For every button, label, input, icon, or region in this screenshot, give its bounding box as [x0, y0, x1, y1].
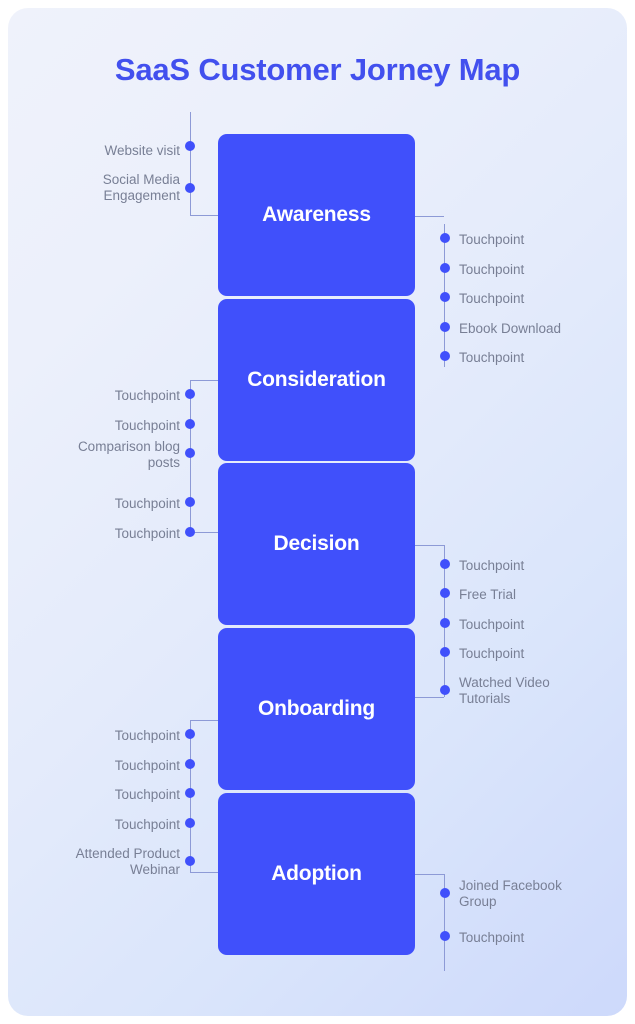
touchpoint-label: Touchpoint [459, 262, 525, 277]
touchpoint-label: Touchpoint [114, 388, 180, 403]
touchpoint-label: Touchpoint [114, 817, 180, 832]
touchpoint-label: Touchpoint [114, 728, 180, 743]
touchpoint-dot[interactable] [440, 588, 450, 598]
connector-elbow-onboarding-top [190, 720, 218, 721]
touchpoint-label: Touchpoint [459, 930, 525, 945]
touchpoint-dot[interactable] [185, 419, 195, 429]
touchpoint-dot[interactable] [440, 888, 450, 898]
touchpoint-dot[interactable] [185, 141, 195, 151]
touchpoint-label: Joined Facebook Group [459, 878, 562, 909]
touchpoint-label: Touchpoint [459, 232, 525, 247]
touchpoint-label: Touchpoint [459, 646, 525, 661]
stage-label-awareness: Awareness [262, 203, 371, 226]
touchpoint-dot[interactable] [185, 818, 195, 828]
touchpoint-label: Free Trial [459, 587, 517, 602]
touchpoint-label: Ebook Download [459, 321, 562, 336]
touchpoint-dot[interactable] [440, 618, 450, 628]
touchpoint-dot[interactable] [440, 233, 450, 243]
connector-elbow-awareness-left [190, 215, 218, 216]
connector-elbow-decision-right [415, 545, 444, 546]
connector-elbow-awareness-right [415, 216, 444, 217]
touchpoint-label: Social Media Engagement [102, 172, 180, 203]
touchpoint-dot[interactable] [185, 389, 195, 399]
connector-elbow-onboarding-bottom [190, 872, 218, 873]
touchpoint-dot[interactable] [440, 931, 450, 941]
touchpoint-label: Touchpoint [114, 526, 180, 541]
touchpoint-dot[interactable] [185, 729, 195, 739]
stage-label-onboarding: Onboarding [258, 697, 375, 720]
touchpoint-label: Touchpoint [459, 617, 525, 632]
stage-box-awareness[interactable]: Awareness [218, 134, 415, 296]
stage-label-consideration: Consideration [247, 368, 386, 391]
touchpoint-label: Touchpoint [114, 418, 180, 433]
connector-rail-adoption-right [444, 874, 445, 971]
touchpoint-dot[interactable] [185, 759, 195, 769]
touchpoint-label: Touchpoint [114, 787, 180, 802]
touchpoint-dot[interactable] [440, 263, 450, 273]
stage-box-adoption[interactable]: Adoption [218, 793, 415, 955]
stage-box-decision[interactable]: Decision [218, 463, 415, 625]
stage-box-consideration[interactable]: Consideration [218, 299, 415, 461]
connector-elbow-adoption-right [415, 874, 444, 875]
touchpoint-dot[interactable] [440, 322, 450, 332]
connector-rail-awareness-left [190, 112, 191, 215]
touchpoint-dot[interactable] [185, 527, 195, 537]
touchpoint-dot[interactable] [440, 292, 450, 302]
touchpoint-label: Comparison blog posts [77, 439, 180, 470]
touchpoint-label: Attended Product Webinar [75, 846, 180, 877]
connector-elbow-consideration-top [190, 380, 218, 381]
touchpoint-label: Touchpoint [114, 758, 180, 773]
touchpoint-dot[interactable] [185, 856, 195, 866]
touchpoint-label: Website visit [104, 143, 180, 158]
connector-elbow-consideration-bottom [190, 532, 218, 533]
page-title: SaaS Customer Jorney Map [114, 52, 521, 87]
stage-box-onboarding[interactable]: Onboarding [218, 628, 415, 790]
stage-label-decision: Decision [273, 532, 360, 555]
touchpoint-dot[interactable] [440, 647, 450, 657]
touchpoint-dot[interactable] [185, 788, 195, 798]
touchpoint-label: Touchpoint [114, 496, 180, 511]
journey-map-canvas: SaaS Customer Jorney Map Awareness Consi… [8, 8, 627, 1016]
touchpoint-dot[interactable] [440, 685, 450, 695]
touchpoint-dot[interactable] [185, 448, 195, 458]
stage-label-adoption: Adoption [271, 862, 362, 885]
touchpoint-label: Touchpoint [459, 350, 525, 365]
touchpoint-label: Watched Video Tutorials [459, 675, 550, 706]
touchpoint-dot[interactable] [185, 183, 195, 193]
touchpoint-dot[interactable] [440, 559, 450, 569]
touchpoint-dot[interactable] [185, 497, 195, 507]
connector-elbow-decision-bottom [415, 697, 444, 698]
touchpoint-dot[interactable] [440, 351, 450, 361]
touchpoint-label: Touchpoint [459, 558, 525, 573]
touchpoint-label: Touchpoint [459, 291, 525, 306]
